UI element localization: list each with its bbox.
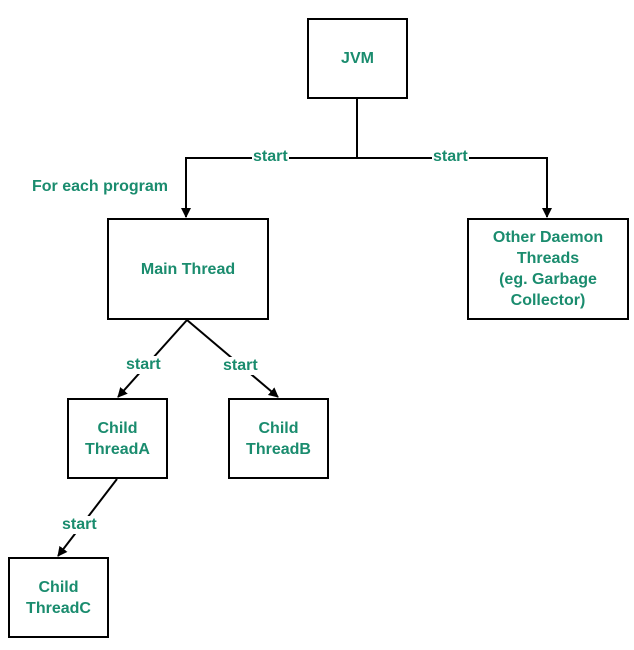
connector-jvm-to-main-thread xyxy=(181,157,357,218)
jvm-node: JVM xyxy=(307,18,408,99)
edge-label-jvm-to-main: start xyxy=(252,148,289,166)
edge-label-main-to-child-a: start xyxy=(125,356,162,374)
child-thread-b-node: Child ThreadB xyxy=(228,398,329,479)
other-daemon-threads-node: Other Daemon Threads (eg. Garbage Collec… xyxy=(467,218,629,320)
child-thread-c-node: Child ThreadC xyxy=(8,557,109,638)
annotation-for-each-program: For each program xyxy=(32,178,169,195)
edge-label-main-to-child-b: start xyxy=(222,357,259,375)
edge-label-jvm-to-daemon: start xyxy=(432,148,469,166)
edge-label-child-a-to-child-c: start xyxy=(61,516,98,534)
connector-jvm-to-daemon-threads xyxy=(357,157,552,218)
child-thread-a-node: Child ThreadA xyxy=(67,398,168,479)
main-thread-node: Main Thread xyxy=(107,218,269,320)
